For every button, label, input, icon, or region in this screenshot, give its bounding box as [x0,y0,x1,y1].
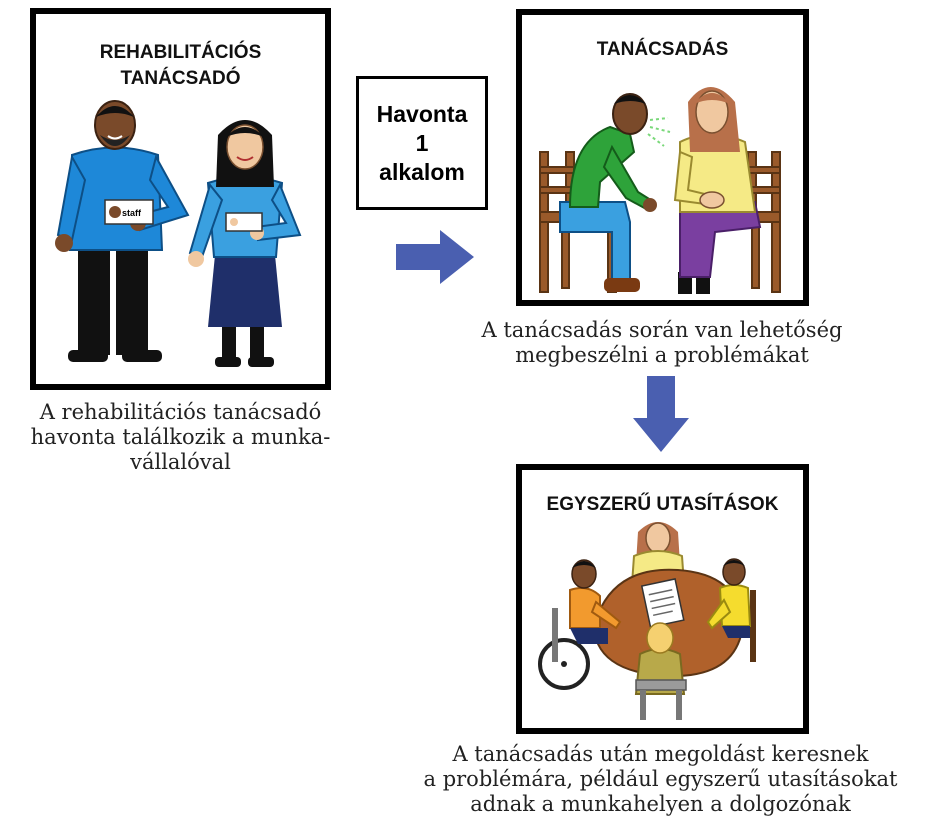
meeting-table-illustration [538,522,756,720]
instructions-caption-line-1: A tanácsadás után megoldást keresnek [452,742,869,766]
counseling-card: TANÁCSADÁS [516,9,809,306]
frequency-line-2: 1 [415,129,429,156]
counseling-caption: A tanácsadás során van lehetőség megbesz… [432,318,892,368]
counselor-title-line-2: TANÁCSADÓ [120,68,241,89]
counseling-caption-line-1: A tanácsadás során van lehetőség [481,318,843,342]
counselor-caption-line-2: havonta találkozik a munka- [30,425,331,449]
frequency-line-3: alkalom [379,158,465,185]
counselor-title-line-1: REHABILITÁCIÓS [99,42,262,63]
counselor-card-title: REHABILITÁCIÓS TANÁCSADÓ [36,40,325,92]
counselor-caption: A rehabilitációs tanácsadó havonta talál… [0,400,361,475]
counseling-card-title: TANÁCSADÁS [596,39,729,60]
counselor-caption-line-3: vállalóval [130,450,231,474]
right-person [706,558,756,662]
counseling-caption-line-2: megbeszélni a problémákat [515,343,809,367]
counseling-illustration [539,87,781,294]
male-counselor-figure: staff [55,100,190,362]
svg-text:staff: staff [122,208,142,218]
down-arrow-icon [633,376,689,452]
frequency-box: Havonta 1 alkalom [356,76,488,210]
female-counselor-figure [188,120,302,367]
frequency-line-1: Havonta [376,100,468,127]
right-arrow-icon [396,230,474,284]
instructions-caption-line-3: adnak a munkahelyen a dolgozónak [470,792,851,816]
instructions-caption: A tanácsadás után megoldást keresnek a p… [392,742,929,817]
left-person-wheelchair [538,559,622,690]
counselor-caption-line-1: A rehabilitációs tanácsadó [39,400,322,424]
woman-seated-figure [673,87,762,294]
paper-document [640,578,685,628]
counselors-illustration: staff [55,100,302,367]
man-seated-figure [559,93,671,292]
instructions-caption-line-2: a problémára, például egyszerű utasításo… [423,767,898,791]
front-person [634,622,687,720]
instructions-card-title: EGYSZERŰ UTASÍTÁSOK [546,494,779,515]
